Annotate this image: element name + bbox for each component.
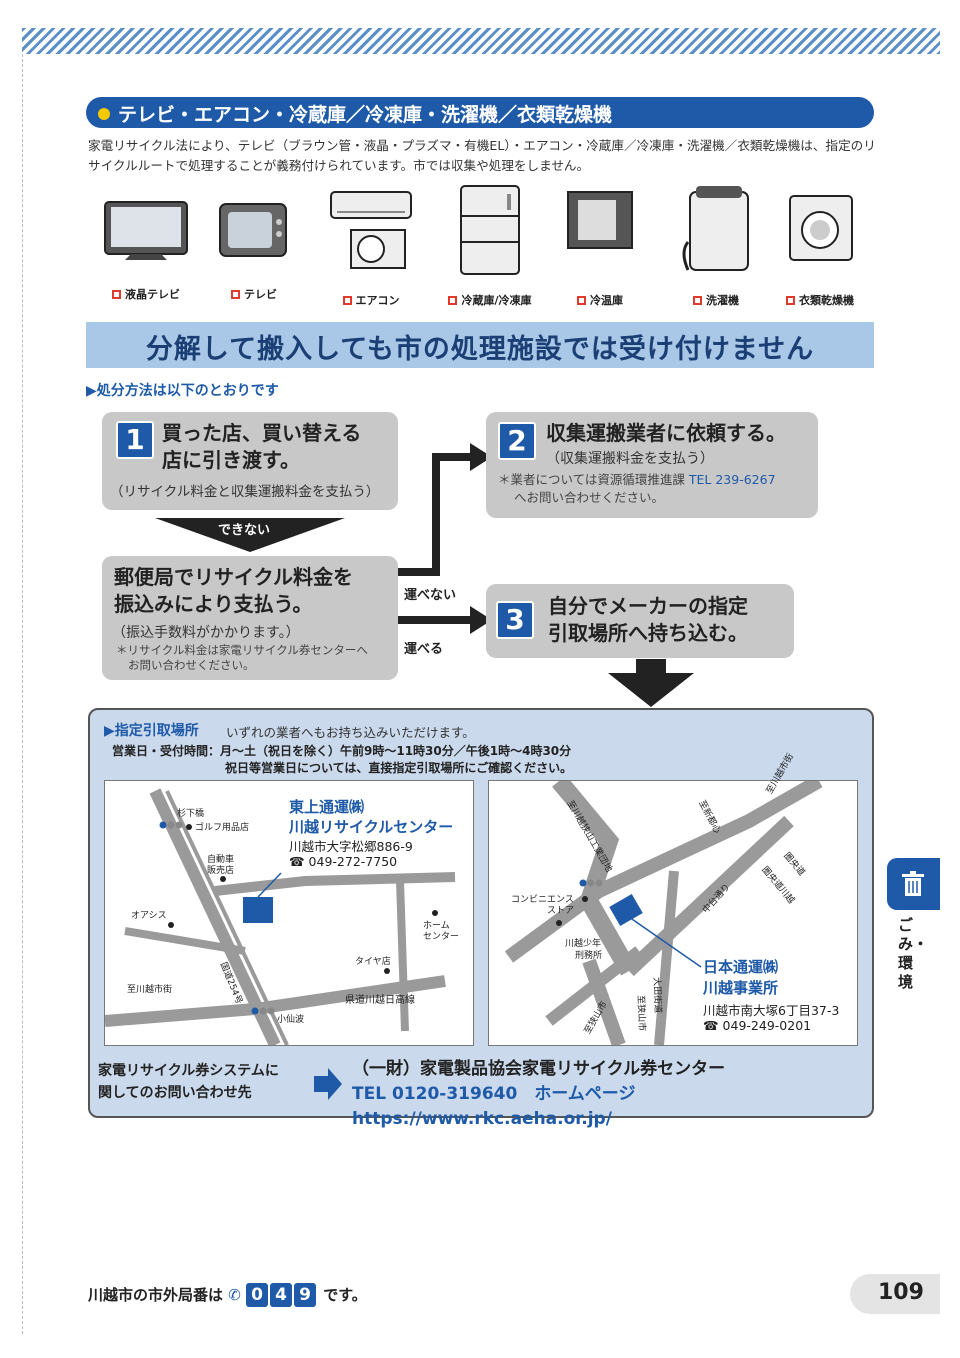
rkc-homepage-link[interactable]: ホームページ https://www.rkc.aeha.or.jp/ (352, 1084, 636, 1129)
digit-1: 4 (270, 1283, 293, 1307)
appliance-crt-tv: テレビ (214, 182, 294, 302)
rkc-contact-line: TEL 0120-319640 ホームページ https://www.rkc.a… (352, 1082, 872, 1132)
postal-note2: お問い合わせください。 (128, 658, 255, 672)
map1-company1: 東上通運㈱ (289, 798, 365, 816)
rkc-name: （一財）家電製品協会家電リサイクル券センター (352, 1059, 726, 1079)
step2-title: 収集運搬業者に依頼する。 (546, 421, 786, 445)
lcd-tv-icon (104, 201, 188, 260)
step1-sub: （リサイクル料金と収集運搬料金を支払う） (110, 484, 380, 500)
map1-label-sugishita: 杉下橋 (177, 809, 205, 819)
phone-icon: ✆ (228, 1286, 241, 1304)
map1-address: 川越市大字松郷886-9 (289, 839, 413, 854)
coolwarm-icon (567, 191, 633, 249)
postal-box: 郵便局でリサイクル料金を 振込みにより支払う。 （振込手数料がかかります。） ＊… (102, 556, 398, 680)
flow-arrows (155, 443, 694, 707)
bullet-icon (98, 108, 110, 120)
step2-tel: TEL 239-6267 (688, 472, 776, 487)
margin-line (22, 54, 23, 1334)
intro-text: 家電リサイクル法により、テレビ（ブラウン管・液晶・プラズマ・有機EL）・エアコン… (88, 138, 876, 173)
map1-label-kawagoe: 至川越市街 (127, 985, 173, 995)
appliance-aircon: エアコン (326, 182, 416, 307)
dryer-icon (789, 195, 853, 261)
step3-line2: 引取場所へ持ち込む。 (548, 621, 748, 645)
rkc-tel[interactable]: TEL 0120-319640 (352, 1084, 518, 1104)
map1-label-prefroad: 県道川越日高線 (345, 995, 415, 1006)
map2-label-oota: 大田街道 (651, 977, 663, 1014)
map1-label-tire: タイヤ店 (355, 957, 391, 967)
section-heading: テレビ・エアコン・冷蔵庫／冷凍庫・洗濯機／衣類乾燥機 (86, 97, 874, 128)
step3-number: 3 (496, 601, 534, 639)
map2-roads (504, 781, 823, 1045)
can-carry-label: 運べる (404, 642, 444, 657)
appliance-lcd-tv: 液晶テレビ (98, 182, 194, 302)
appliance-dryer: 衣類乾燥機 (770, 182, 870, 307)
washer-icon (682, 186, 749, 271)
map2-company2: 川越事業所 (703, 979, 779, 997)
side-tab[interactable] (887, 858, 940, 910)
map1-label-kosenba: 小仙波 (277, 1015, 305, 1025)
map1-label-home2: センター (423, 932, 460, 942)
map1-label-oasis: オアシス (131, 911, 167, 921)
map2-label-prison2: 刑務所 (575, 951, 603, 961)
map1-label-home1: ホーム (423, 921, 450, 931)
aircon-icon (330, 191, 412, 269)
step3-box: 3 自分でメーカーの指定 引取場所へ持ち込む。 (486, 584, 794, 658)
step2-note2: へお問い合わせください。 (514, 490, 665, 505)
digit-0: 0 (246, 1283, 269, 1307)
postal-line1: 郵便局でリサイクル料金を (114, 565, 353, 589)
pickup-panel: ▶指定引取場所 いずれの業者へもお持ち込みいただけます。 営業日・受付時間：月～… (88, 708, 874, 1129)
map2-label-prison1: 川越少年 (565, 939, 602, 949)
digit-2: 9 (294, 1283, 317, 1307)
appliance-fridge: 冷蔵庫/冷凍庫 (440, 182, 540, 307)
appliance-coolwarm: 冷温庫 (560, 182, 640, 307)
map2-company1: 日本通運㈱ (703, 958, 779, 976)
trash-can-icon (902, 871, 924, 896)
map2-label-conv1: コンビニエンス (511, 895, 574, 905)
map1-roads (105, 788, 456, 1045)
method-heading: ▶処分方法は以下のとおりです (86, 383, 279, 399)
arrow-right-icon (314, 1068, 342, 1100)
warning-banner: 分解して搬入しても市の処理施設では受け付けません (86, 322, 874, 368)
map2-address: 川越市南大塚6丁目37-3 (703, 1003, 840, 1018)
postal-note1: ＊リサイクル料金は家電リサイクル券センターへ (116, 643, 368, 657)
map2-label-shitasayama: 至狭山市 (635, 995, 647, 1032)
step3-line1: 自分でメーカーの指定 (548, 594, 748, 618)
map-toujou: 杉下橋 ゴルフ用品店 自動車 販売店 オアシス 国道254号 ホーム センター … (104, 780, 474, 1046)
map-nittsu: 至川越狭山工業団地 コンビニエンス ストア 川越少年 刑務所 至狭山市 大田街道… (488, 752, 858, 1046)
step1-line2: 店に引き渡す。 (162, 448, 300, 472)
step1-number: 1 (116, 421, 154, 459)
cannot-label: できない (218, 523, 271, 538)
panel-title: ▶指定引取場所 (104, 723, 199, 739)
map1-label-car1: 自動車 (207, 855, 235, 865)
postal-sub: （振込手数料がかかります。） (112, 625, 300, 641)
map1-label-golf: ゴルフ用品店 (195, 823, 250, 833)
page-number: 109 (850, 1274, 940, 1314)
crt-tv-icon (219, 203, 287, 257)
map1-label-car2: 販売店 (207, 866, 235, 876)
step2-sub: （収集運搬料金を支払う） (546, 451, 714, 467)
panel-note: いずれの業者へもお持ち込みいただけます。 (226, 725, 475, 740)
step1-box: 1 買った店、買い替える 店に引き渡す。 （リサイクル料金と収集運搬料金を支払う… (102, 412, 398, 510)
rkc-inquiry-label: 家電リサイクル券システムに関してのお問い合わせ先 (98, 1063, 279, 1101)
side-tab-label: ごみ・環境 (898, 916, 929, 991)
step2-number: 2 (498, 422, 536, 460)
rkc-contact: （一財）家電製品協会家電リサイクル券センター TEL 0120-319640 ホ… (352, 1057, 872, 1132)
map1-tel: ☎ 049-272-7750 (289, 854, 398, 869)
appliance-washer: 洗濯機 (676, 182, 756, 307)
top-stripe (22, 28, 940, 54)
cant-carry-label: 運べない (404, 588, 457, 603)
step2-box: 2 収集運搬業者に依頼する。 （収集運搬料金を支払う） ＊業者については資源循環… (486, 412, 818, 518)
step1-line1: 買った店、買い替える (162, 421, 362, 445)
map1-company2: 川越リサイクルセンター (289, 818, 454, 836)
postal-line2: 振込みにより支払う。 (114, 592, 313, 616)
business-hours: 営業日・受付時間：月～土（祝日を除く）午前9時～11時30分／午後1時～4時30… (112, 744, 573, 775)
map2-tel: ☎ 049-249-0201 (703, 1018, 812, 1033)
fridge-icon (460, 185, 520, 275)
step2-note1: ＊業者については資源循環推進課 TEL 239-6267 (498, 472, 776, 487)
map2-label-conv2: ストア (547, 906, 575, 916)
